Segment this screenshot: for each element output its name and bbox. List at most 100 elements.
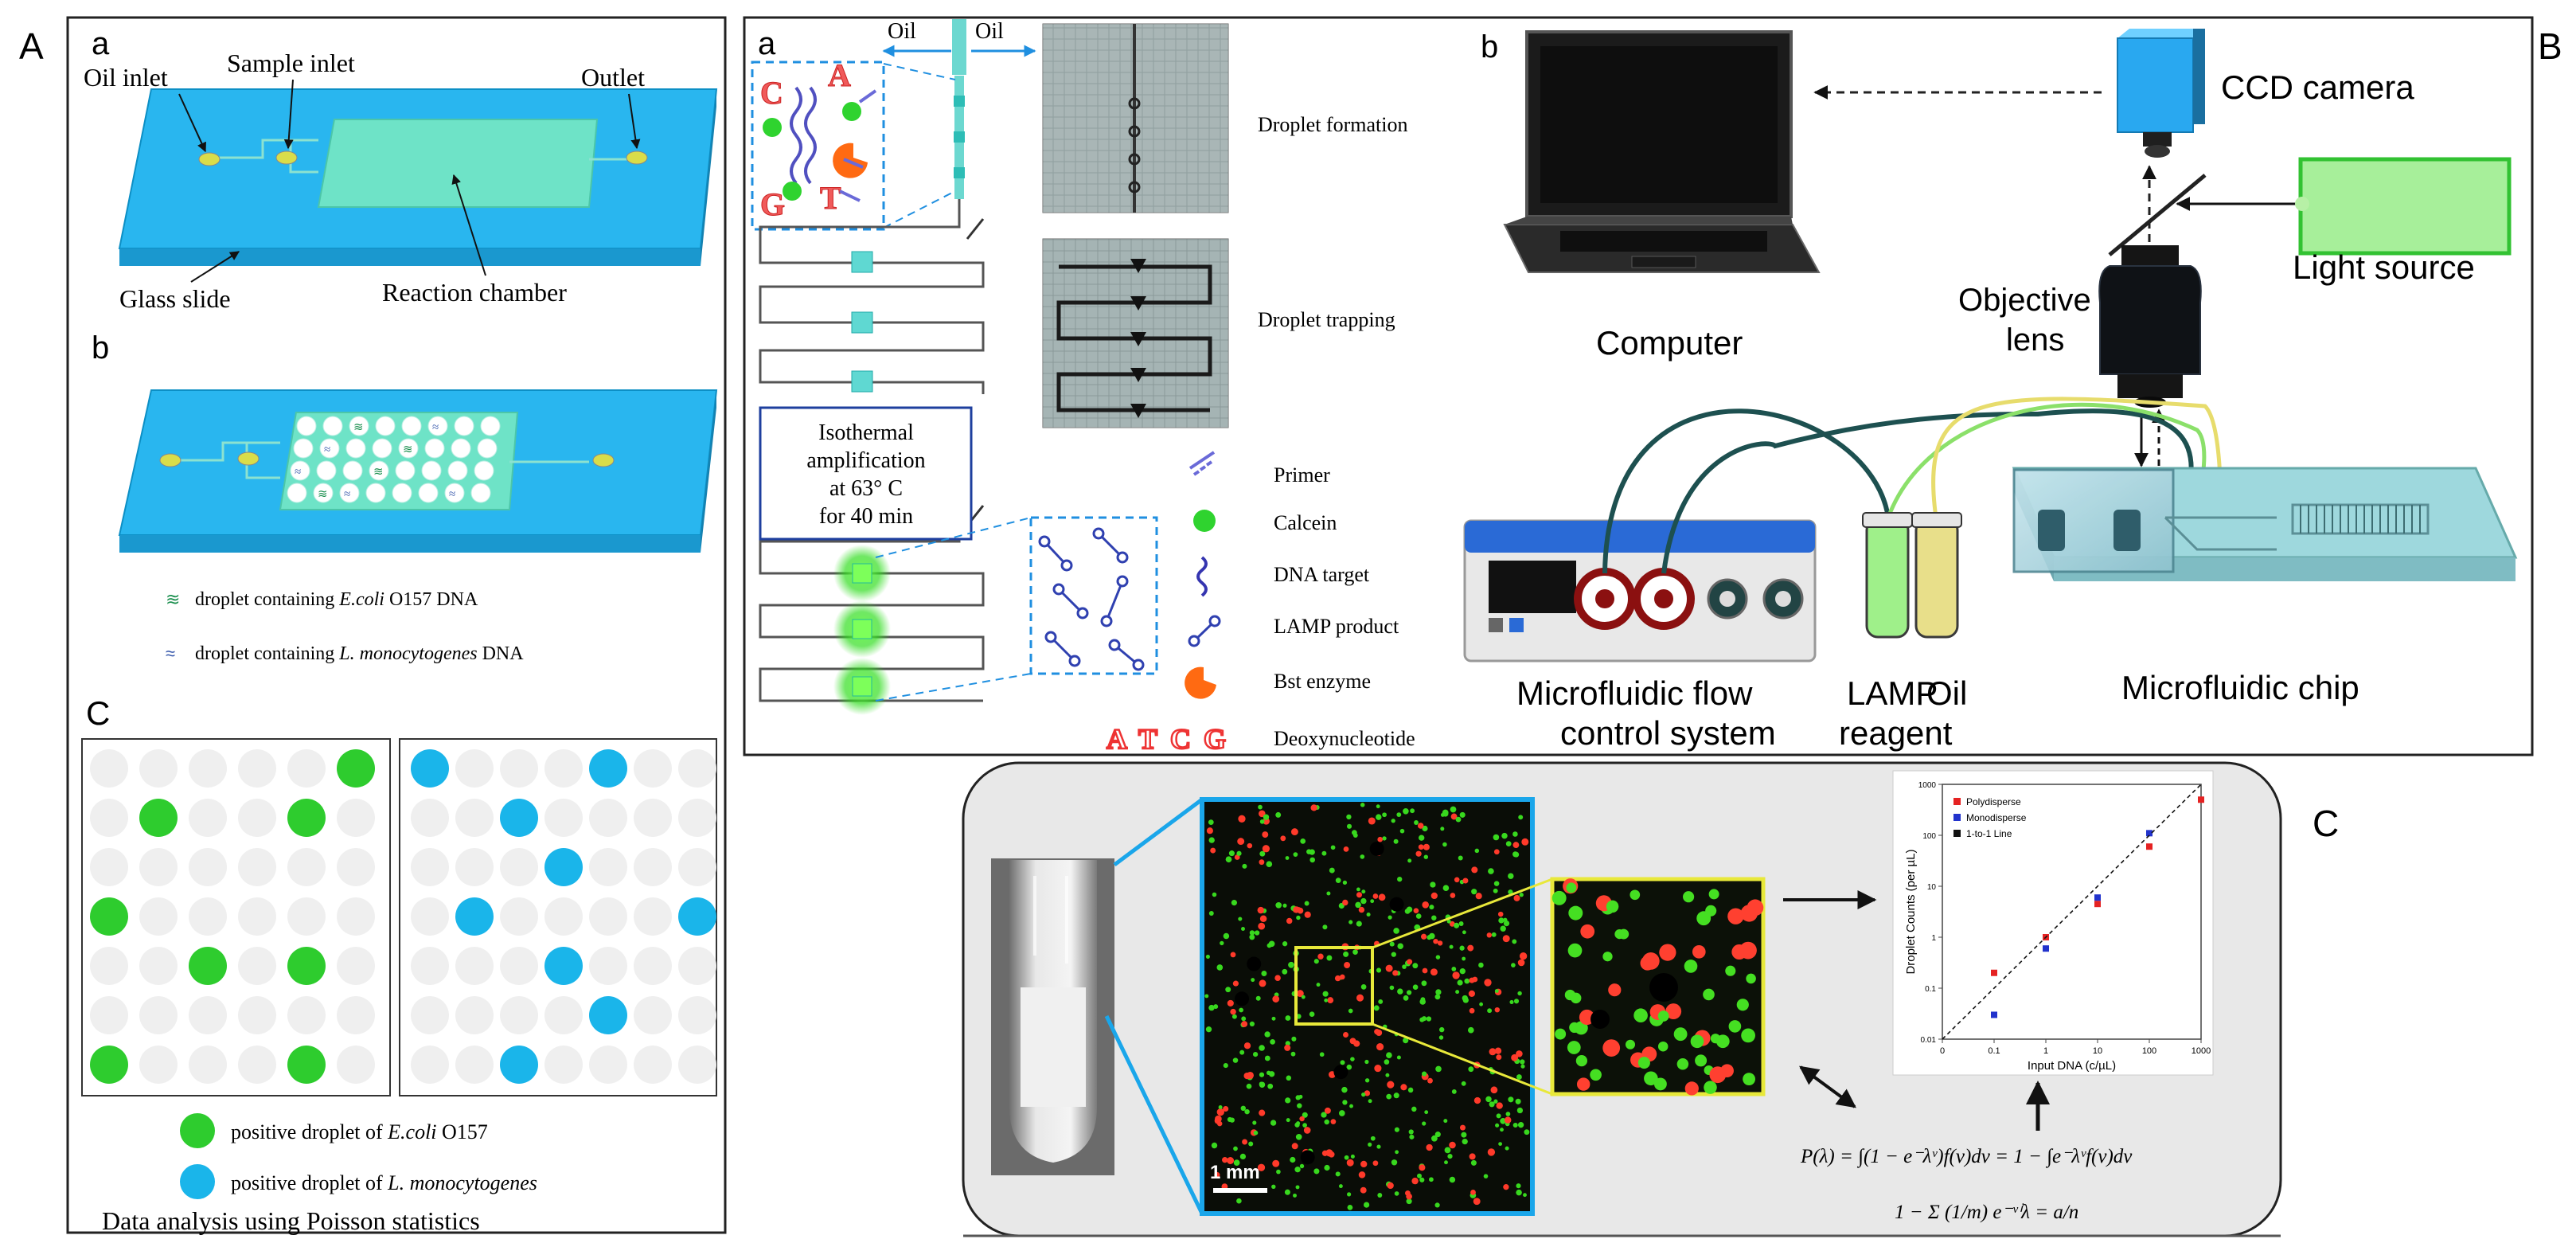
red-droplet — [1334, 975, 1341, 982]
red-droplet — [1517, 959, 1525, 967]
microfluidic-chip-icon — [2012, 467, 2518, 581]
legend-b: ≋ droplet containing E.coli O157 DNA ≈ d… — [166, 589, 524, 664]
red-droplet — [1296, 990, 1304, 998]
green-droplet — [1286, 1118, 1290, 1123]
green-droplet — [1458, 855, 1463, 861]
green-droplet — [1429, 905, 1434, 910]
droplet — [365, 483, 386, 503]
green-droplet — [1493, 1099, 1498, 1104]
y-tick-label: 1000 — [1918, 781, 1937, 790]
negative-droplet — [455, 996, 494, 1034]
red-droplet — [1230, 1008, 1236, 1015]
dark-droplet — [1590, 1010, 1610, 1029]
red-droplet — [1241, 1021, 1248, 1027]
green-droplet — [1574, 1021, 1588, 1035]
red-droplet — [1387, 1182, 1394, 1190]
droplet — [296, 416, 317, 436]
green-droplet — [1590, 1069, 1602, 1081]
panel-a-sub-c: C — [86, 694, 110, 732]
negative-droplet — [455, 848, 494, 886]
green-droplet — [1728, 1020, 1742, 1033]
oil-tube-label: Oil — [1926, 674, 1967, 712]
green-droplet — [1322, 991, 1329, 997]
red-droplet — [1340, 974, 1345, 980]
lamp-product-box — [1029, 516, 1158, 675]
glass-slide-chip-a — [118, 88, 718, 266]
negative-droplet — [189, 897, 227, 936]
red-droplet — [1469, 1007, 1475, 1014]
green-droplet — [1412, 984, 1419, 991]
green-droplet — [1299, 1163, 1305, 1169]
green-droplet — [1242, 863, 1247, 869]
green-droplet — [1382, 812, 1387, 818]
scale-bar-label: 1 mm — [1210, 1162, 1260, 1183]
droplet-trapping-label: Droplet trapping — [1258, 308, 1395, 331]
y-axis-label: Droplet Counts (per µL) — [1904, 849, 1918, 974]
green-droplet — [1263, 814, 1270, 820]
green-droplet — [1326, 891, 1331, 896]
green-droplet — [1360, 803, 1365, 807]
red-droplet — [1227, 1157, 1235, 1164]
green-droplet — [1495, 1123, 1500, 1128]
red-droplet — [1293, 906, 1300, 913]
green-droplet — [1515, 1098, 1521, 1104]
green-droplet — [1566, 882, 1577, 893]
green-droplet — [1467, 1026, 1474, 1034]
green-droplet — [1630, 889, 1641, 901]
panel-a: A a Oil inlet Sample inlet Outlet Glass … — [19, 16, 727, 1235]
red-droplet — [1494, 1047, 1502, 1054]
green-droplet — [1399, 828, 1405, 834]
green-droplet — [1461, 1132, 1467, 1138]
green-droplet — [1346, 814, 1352, 820]
negative-droplet — [589, 1046, 627, 1084]
green-droplet — [1236, 1198, 1242, 1204]
green-droplet — [1389, 941, 1395, 947]
green-droplet — [1394, 1191, 1399, 1196]
positive-droplet-blue — [500, 1046, 538, 1084]
legend-b-listeria: droplet containing L. monocytogenes DNA — [195, 643, 524, 664]
negative-droplet — [500, 996, 538, 1034]
green-droplet — [1487, 1008, 1493, 1014]
green-droplet — [1347, 1205, 1353, 1210]
green-droplet — [1567, 1041, 1581, 1054]
red-droplet — [1426, 1143, 1433, 1151]
positive-droplet-blue — [411, 749, 449, 788]
green-droplet — [1606, 900, 1619, 913]
green-droplet — [1355, 901, 1361, 909]
droplet — [372, 438, 392, 459]
green-droplet — [1348, 1008, 1353, 1014]
red-droplet — [1420, 933, 1427, 940]
droplet — [290, 460, 310, 481]
x-tick-label: 1 — [2043, 1046, 2048, 1056]
green-droplet — [1508, 1096, 1514, 1103]
green-droplet — [1324, 1164, 1330, 1171]
green-droplet — [1435, 955, 1441, 960]
green-droplet — [1442, 885, 1450, 892]
negative-droplet — [634, 749, 672, 788]
negative-droplet — [90, 947, 128, 985]
green-droplet — [1304, 901, 1309, 906]
green-droplet — [1393, 838, 1399, 844]
objective-lens-label-1: Objective — [1958, 283, 2091, 318]
green-droplet — [1736, 999, 1749, 1011]
green-droplet — [1364, 1059, 1369, 1065]
green-droplet — [1500, 925, 1506, 932]
positive-droplet-blue — [500, 799, 538, 837]
dichroic-mirror — [2108, 174, 2207, 256]
negative-droplet — [678, 749, 716, 788]
negative-droplet — [589, 848, 627, 886]
green-droplet — [1676, 1057, 1689, 1070]
green-droplet — [1517, 1122, 1524, 1128]
green-droplet — [1382, 836, 1387, 841]
green-droplet — [1251, 978, 1255, 983]
red-droplet — [1437, 940, 1443, 946]
green-droplet — [1313, 959, 1319, 964]
x-tick-label: 100 — [2142, 1046, 2156, 1056]
negative-droplet — [287, 897, 326, 936]
green-droplet — [1516, 1074, 1522, 1081]
green-droplet — [1403, 1037, 1409, 1044]
green-droplet — [1356, 921, 1362, 927]
green-droplet — [1271, 1184, 1276, 1190]
green-droplet — [1335, 1171, 1341, 1177]
red-droplet — [1731, 944, 1747, 960]
